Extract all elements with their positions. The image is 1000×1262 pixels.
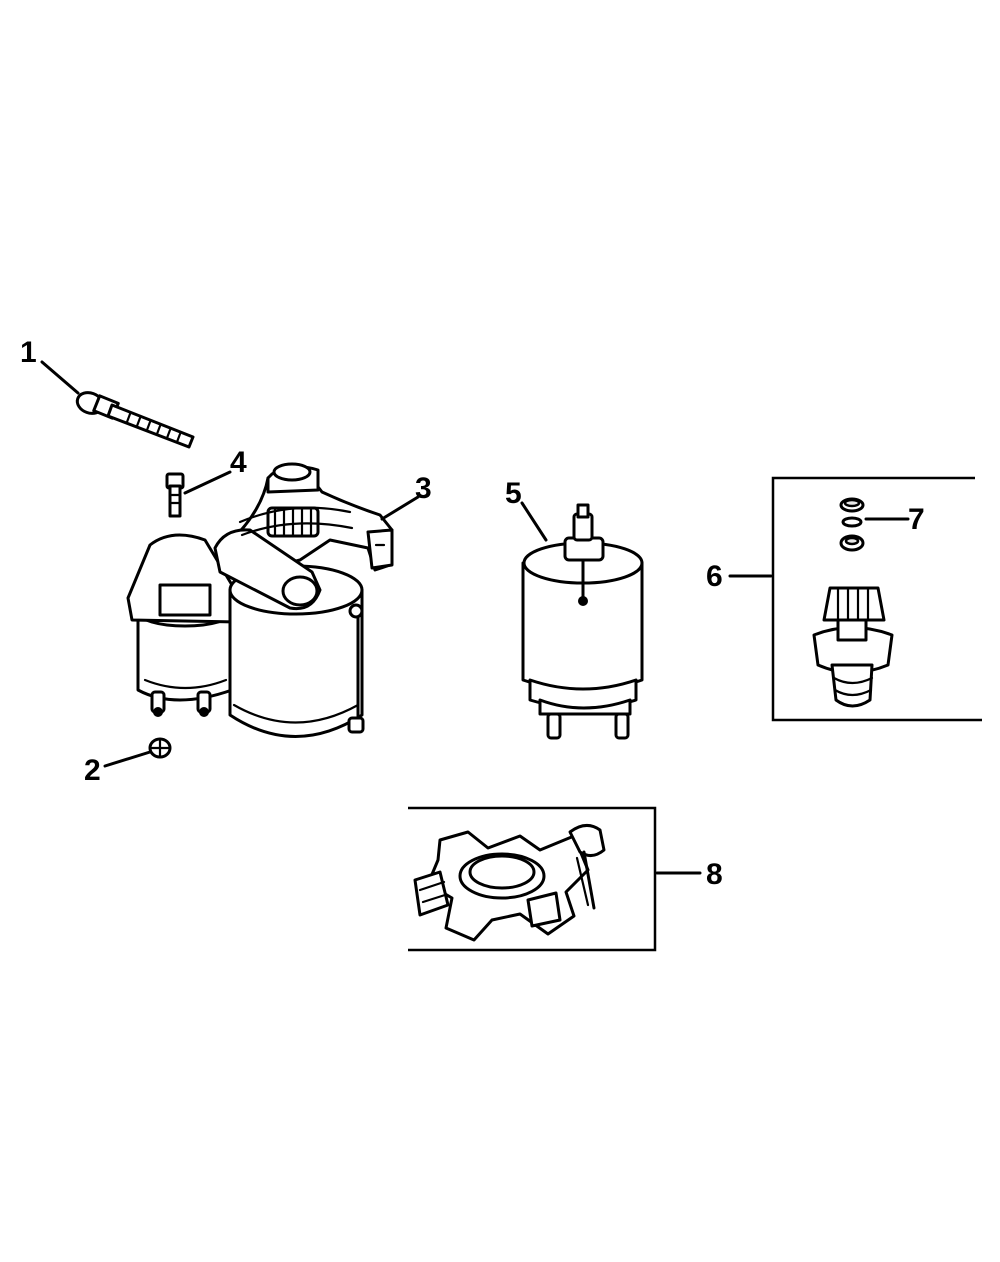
part-4-bolt xyxy=(165,470,232,518)
callout-label-7: 7 xyxy=(908,503,925,536)
callout-label-8: 8 xyxy=(706,858,723,891)
callout-label-1: 1 xyxy=(20,336,37,369)
part-7-retainer-collar xyxy=(839,497,910,552)
callout-label-6: 6 xyxy=(706,560,723,593)
callout-label-5: 5 xyxy=(505,477,522,510)
callout-label-2: 2 xyxy=(84,754,101,787)
callout-label-3: 3 xyxy=(415,472,432,505)
part-6-drive-kit xyxy=(728,476,982,722)
part-5-solenoid xyxy=(520,501,644,740)
part-8-brush-holder xyxy=(408,806,702,952)
callout-label-4: 4 xyxy=(230,446,247,479)
part-3-starter-motor xyxy=(126,462,420,738)
part-1-bolt xyxy=(40,360,195,449)
part-2-nut xyxy=(103,737,172,768)
